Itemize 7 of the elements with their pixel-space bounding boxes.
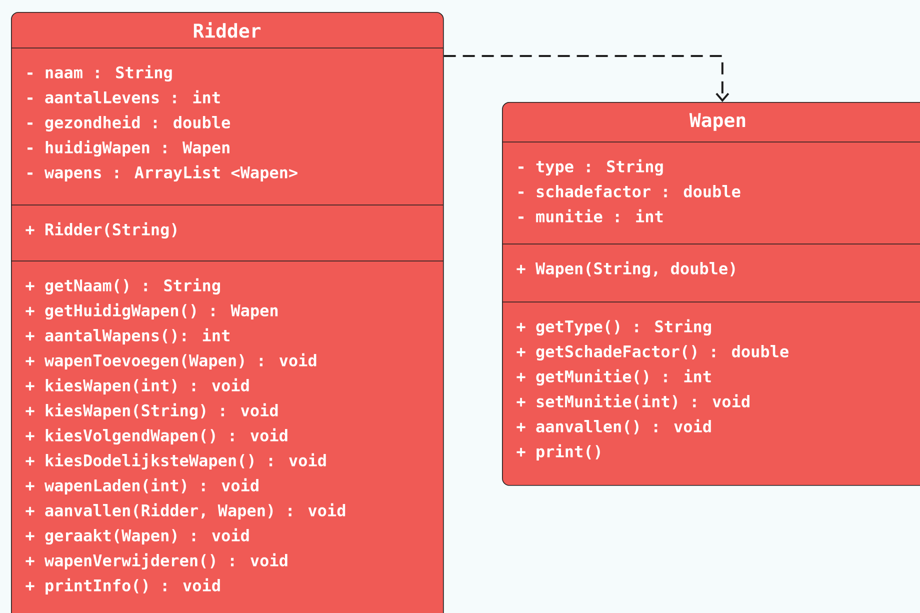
class-compartment: + getType() : String + getSchadeFactor() : double + getMunitie() : int + setMunitie(int) : void + aanvallen() : void + print() [516,319,788,461]
class-compartment: + getNaam() : String + getHuidigWapen() : Wapen + aantalWapens(): int + wapenToevoegen(Wapen) : void + kiesWapen(int) : void + kiesWapen(String) : void + kiesVolgendWapen() : void + kiesDodelijksteWapen() : void + wapenLaden(int) : void + aanvallen(Ridder, Wapen) : void + geraakt(Wapen) : void + wapenVerwijderen() : void + printInfo() : void [26,278,346,595]
class-compartment: + Wapen(String, double) [516,261,735,278]
class-compartment: - type : String - schadefactor : double - munitie : int [518,159,740,222]
class-compartment: - naam : String - aantalLevens : int - gezondheid : double - huidigWapen : Wapen - wapens : ArrayList <Wapen> [28,65,298,182]
class-compartment: + Ridder(String) [26,222,176,239]
dependency-arrow [444,55,730,102]
